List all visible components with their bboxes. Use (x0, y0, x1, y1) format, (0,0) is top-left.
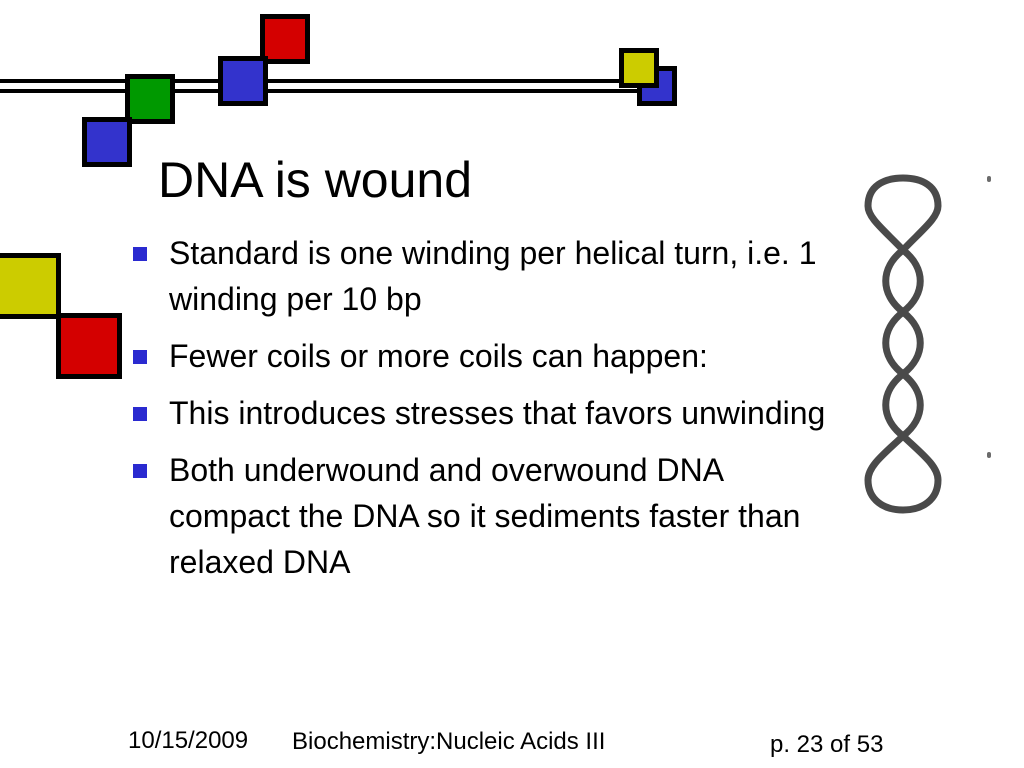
yellow-square-decoration (619, 48, 659, 88)
decorative-double-line (0, 79, 660, 93)
bullet-item: Standard is one winding per helical turn… (132, 230, 852, 322)
supercoiled-dna-icon (864, 174, 942, 514)
yellow-square-decoration (0, 253, 61, 319)
green-square-decoration (125, 74, 175, 124)
bullet-item: This introduces stresses that favors unw… (132, 390, 852, 436)
edge-mark (987, 176, 991, 182)
bullet-text: Both underwound and overwound DNA compac… (169, 452, 801, 580)
square-bullet-icon (133, 247, 147, 261)
bullet-item: Both underwound and overwound DNA compac… (132, 447, 852, 585)
red-square-decoration (56, 313, 122, 379)
bullet-text: Standard is one winding per helical turn… (169, 235, 817, 317)
bullet-list: Standard is one winding per helical turn… (132, 230, 852, 596)
bullet-text: Fewer coils or more coils can happen: (169, 338, 708, 374)
square-bullet-icon (133, 464, 147, 478)
red-square-decoration (260, 14, 310, 64)
slide-title: DNA is wound (158, 152, 473, 208)
blue-square-decoration (82, 117, 132, 167)
square-bullet-icon (133, 407, 147, 421)
blue-square-decoration (218, 56, 268, 106)
footer-date: 10/15/2009 (128, 727, 249, 754)
square-bullet-icon (133, 350, 147, 364)
bullet-text: This introduces stresses that favors unw… (169, 395, 826, 431)
footer-course-title: Biochemistry:Nucleic Acids III (292, 728, 606, 755)
bullet-item: Fewer coils or more coils can happen: (132, 333, 852, 379)
edge-mark (987, 452, 991, 458)
footer-page-number: p. 23 of 53 (770, 731, 884, 758)
